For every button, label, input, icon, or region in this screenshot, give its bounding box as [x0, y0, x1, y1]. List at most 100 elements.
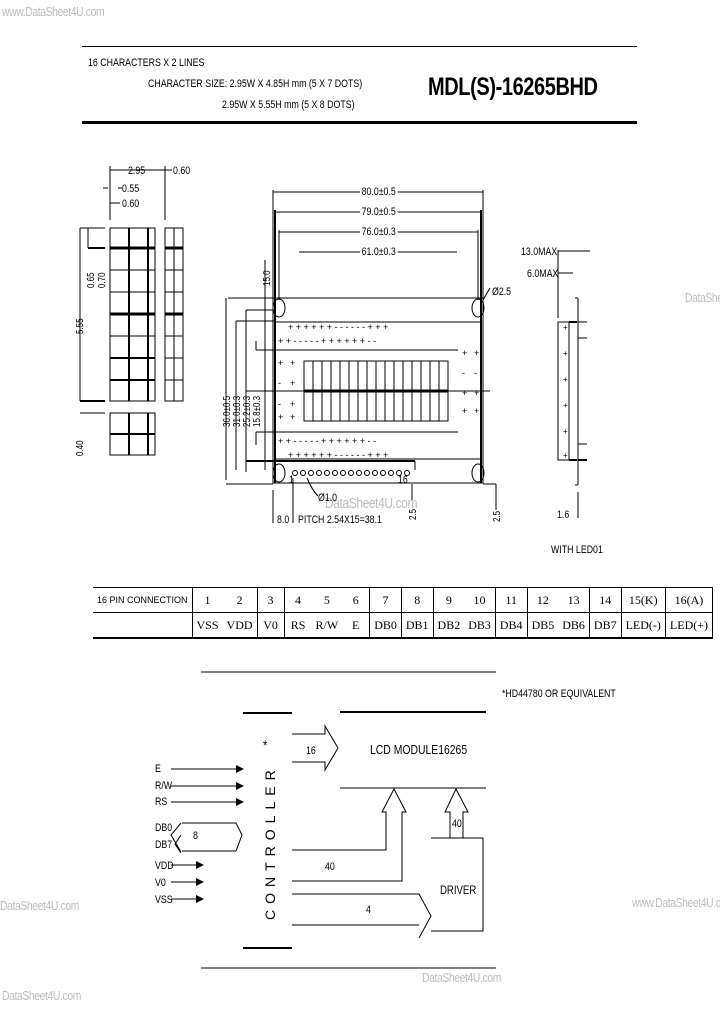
pin-signal: VDD	[222, 612, 258, 639]
header-line-char-size-5x8: 2.95W X 5.55H mm (5 X 8 DOTS)	[222, 99, 355, 111]
svg-text:+ + - - - - - + + + + + + - -: + + - - - - - + + + + + + - -	[278, 436, 376, 446]
svg-text:+: +	[563, 451, 568, 460]
svg-text:+: +	[290, 358, 295, 368]
svg-text:-: -	[278, 399, 281, 409]
data-bus-width: 8	[193, 830, 198, 842]
pin-table-blank	[93, 612, 193, 639]
svg-text:+: +	[474, 348, 479, 358]
dim-right-offset: 2.5	[492, 510, 503, 522]
power-vdd: VDD	[155, 860, 174, 872]
model-title: MDL(S)-16265BHD	[428, 73, 598, 101]
svg-text:+: +	[278, 412, 283, 422]
pin-number: 11	[494, 587, 528, 613]
svg-text:+ + - - - - - + + + + + + - -: + + - - - - - + + + + + + - -	[278, 336, 376, 346]
watermark-right-mid: DataShe	[685, 290, 720, 305]
pin-signal: E	[342, 612, 371, 639]
svg-text:+: +	[563, 323, 568, 332]
dim-pcb-thickness: 1.6	[557, 509, 570, 521]
pin-connection-table: 16 PIN CONNECTION 1 2 3 4 5 6 7 8 9 10 1…	[93, 587, 714, 639]
pin-number: 2	[222, 587, 258, 613]
svg-text:+ + + + + + - - - - - - + + +: + + + + + + - - - - - - + + +	[288, 450, 388, 460]
svg-text:+: +	[563, 401, 568, 410]
svg-text:+: +	[563, 427, 568, 436]
pin-number: 4	[284, 587, 312, 613]
pin-number: 15(K)	[620, 587, 666, 613]
pin-signal: DB2	[433, 612, 465, 639]
ctrl-to-driver-count: 4	[366, 904, 371, 916]
dim-dot-width: 0.55	[122, 183, 140, 195]
pin-signal: VSS	[192, 612, 223, 639]
lcd-char-cells	[303, 360, 449, 422]
dim-cursor-height: 0.40	[75, 440, 86, 456]
svg-text:-: -	[278, 378, 281, 388]
driver-label: DRIVER	[440, 883, 477, 897]
pin-signal: DB7	[588, 612, 622, 639]
pin-signal: R/W	[311, 612, 343, 639]
svg-text:-: -	[474, 368, 477, 378]
dim-char-width: 2.95	[128, 165, 146, 177]
pin-number: 10	[464, 587, 496, 613]
svg-text:+: +	[462, 406, 467, 416]
pin-signal: DB0	[369, 612, 402, 639]
svg-text:+: +	[563, 349, 568, 358]
watermark-bottom-left: DataSheet4U.com	[2, 988, 81, 1003]
pin-signal: DB4	[494, 612, 528, 639]
dim-height-active: 15.8±0.3	[252, 395, 263, 427]
input-e: E	[155, 763, 161, 775]
svg-text:+: +	[474, 388, 479, 398]
pin-number: 6	[342, 587, 371, 613]
controller-star: *	[263, 737, 268, 753]
dim-bezel-width: 79.0±0.5	[360, 206, 398, 218]
svg-text:+: +	[290, 378, 295, 388]
pin-number: 5	[311, 587, 343, 613]
dim-mount-hole: Ø2.5	[492, 286, 512, 298]
svg-text:+: +	[290, 399, 295, 409]
pin-number: 9	[433, 587, 465, 613]
watermark-center-drawing: DataSheet4U.com	[325, 495, 418, 512]
pin-last-label: 16	[398, 474, 408, 486]
watermark-top-left: www.DataSheet4U.com	[2, 4, 105, 19]
pin-signal-row: VSS VDD V0 RS R/W E DB0 DB1 DB2 DB3 DB4 …	[93, 612, 714, 639]
dim-overall-width: 80.0±0.5	[360, 186, 398, 198]
input-rs: RS	[155, 796, 168, 808]
dim-max-thickness-2: 6.0MAX	[527, 268, 559, 280]
dim-dot-pitch: 0.60	[122, 198, 140, 210]
dim-left-offset: 8.0	[277, 514, 290, 526]
svg-text:+: +	[474, 406, 479, 416]
pin-number: 13	[558, 587, 590, 613]
watermark-right-lower: www.DataSheet4U.com	[632, 895, 720, 910]
pin-signal: DB6	[558, 612, 590, 639]
watermark-left-mid: DataSheet4U.com	[0, 898, 79, 913]
pin-signal: DB5	[527, 612, 559, 639]
power-v0: V0	[155, 877, 166, 889]
pin-number: 3	[256, 587, 285, 613]
pin-signal: DB1	[400, 612, 434, 639]
dim-top-offset: 15.0	[262, 270, 273, 286]
header-line-char-size-5x7: CHARACTER SIZE: 2.95W X 4.85H mm (5 X 7 …	[148, 78, 363, 90]
pin-number: 1	[192, 587, 223, 613]
pin-signal: RS	[284, 612, 312, 639]
pin-table-header: 16 PIN CONNECTION	[93, 587, 193, 613]
svg-text:+: +	[290, 412, 295, 422]
pin-first-label: 1	[289, 474, 294, 486]
dim-bottom-offset: 2.5	[408, 508, 419, 520]
pin-signal: V0	[256, 612, 285, 639]
pin-signal: LED(-)	[620, 612, 666, 639]
pin-number: 12	[527, 587, 559, 613]
side-view-caption: WITH LED01	[551, 544, 603, 556]
pin-number: 8	[400, 587, 434, 613]
power-vss: VSS	[155, 894, 173, 906]
controller-label: CONTROLLER	[262, 764, 278, 920]
dim-max-thickness: 13.0MAX	[521, 246, 558, 258]
svg-text:+: +	[462, 348, 467, 358]
driver-to-lcd-count: 40	[452, 818, 462, 830]
pin-signal: LED(+)	[664, 612, 714, 639]
dim-char-height: 5.55	[75, 318, 86, 334]
svg-text:+: +	[563, 375, 568, 384]
controller-note: *HD44780 OR EQUIVALENT	[502, 688, 616, 700]
watermark-bottom-center: DataSheet4U.com	[422, 970, 501, 985]
svg-text:+ + + + + + - - - - - - + + +: + + + + + + - - - - - - + + +	[288, 322, 388, 332]
data-bus-db7: DB7	[155, 839, 173, 851]
lcd-module-label: LCD MODULE16265	[370, 742, 468, 757]
